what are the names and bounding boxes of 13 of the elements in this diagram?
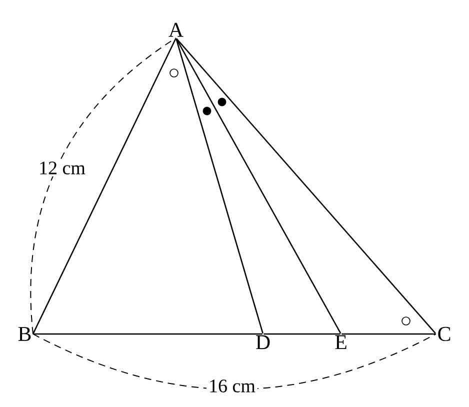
- dimension-label: 16 cm: [206, 378, 258, 394]
- line-segment: [176, 38, 342, 334]
- point-label: B: [18, 327, 31, 341]
- line-segment: [176, 38, 436, 334]
- dimension-label: 12 cm: [36, 160, 88, 176]
- point-label: C: [438, 326, 450, 342]
- line-segment: [264, 333, 340, 335]
- line-segment: [34, 333, 262, 335]
- point-label: D: [256, 335, 270, 350]
- line-segment: [342, 333, 436, 335]
- point-label: A: [168, 22, 184, 37]
- line-segment: [176, 38, 264, 334]
- point-label: E: [335, 335, 346, 350]
